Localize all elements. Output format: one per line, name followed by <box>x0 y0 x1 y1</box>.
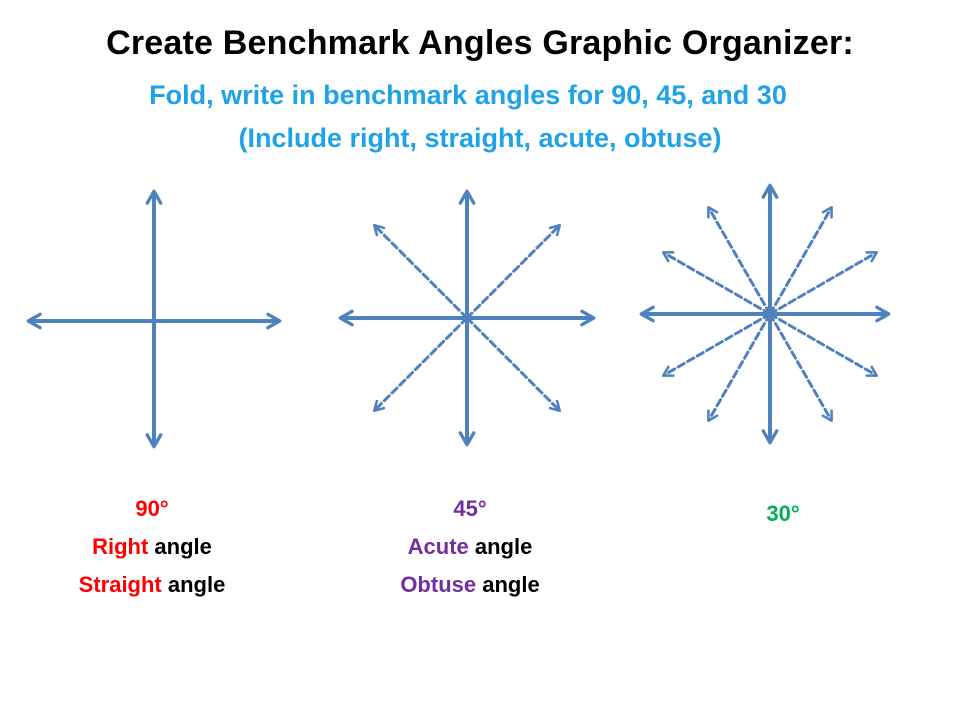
degree-label-30: 30° <box>766 501 800 526</box>
straight-term: Straight <box>78 572 162 597</box>
straight-angle-label: Straight angle <box>22 566 282 604</box>
acute-angle-suffix: angle <box>468 534 533 559</box>
diagram-45-degrees <box>338 189 596 447</box>
degree-label-45: 45° <box>453 496 487 521</box>
obtuse-term: Obtuse <box>400 572 477 597</box>
dashed-ray-120-deg <box>707 205 772 316</box>
right-term: Right <box>92 534 149 559</box>
obtuse-angle-suffix: angle <box>476 572 540 597</box>
dashed-ray-315-deg <box>465 316 562 413</box>
dashed-ray-300-deg <box>768 312 833 423</box>
dashed-ray-30-deg <box>768 251 879 316</box>
labels-90-degrees: 90° Right angle Straight angle <box>22 490 282 604</box>
diagram-90-degrees <box>26 189 282 449</box>
instruction-line-1: Fold, write in benchmark angles for 90, … <box>149 80 787 110</box>
straight-angle-suffix: angle <box>161 572 226 597</box>
right-angle-label: Right angle <box>22 528 282 566</box>
dashed-ray-240-deg <box>707 312 772 423</box>
labels-30-degrees: 30° <box>653 495 913 533</box>
degree-label-90: 90° <box>135 496 169 521</box>
dashed-ray-150-deg <box>661 251 772 316</box>
dashed-ray-135-deg <box>372 223 469 320</box>
labels-45-degrees: 45° Acute angle Obtuse angle <box>340 490 600 604</box>
dashed-ray-210-deg <box>661 312 772 377</box>
dashed-ray-60-deg <box>768 205 833 316</box>
instruction-line-2: (Include right, straight, acute, obtuse) <box>238 123 722 153</box>
dashed-ray-45-deg <box>465 223 562 320</box>
page-title: Create Benchmark Angles Graphic Organize… <box>106 24 854 62</box>
diagram-30-degrees <box>639 183 891 445</box>
right-angle-suffix: angle <box>148 534 212 559</box>
obtuse-angle-label: Obtuse angle <box>340 566 600 604</box>
acute-angle-label: Acute angle <box>340 528 600 566</box>
dashed-ray-330-deg <box>768 312 879 377</box>
acute-term: Acute <box>407 534 469 559</box>
dashed-ray-225-deg <box>372 316 469 413</box>
